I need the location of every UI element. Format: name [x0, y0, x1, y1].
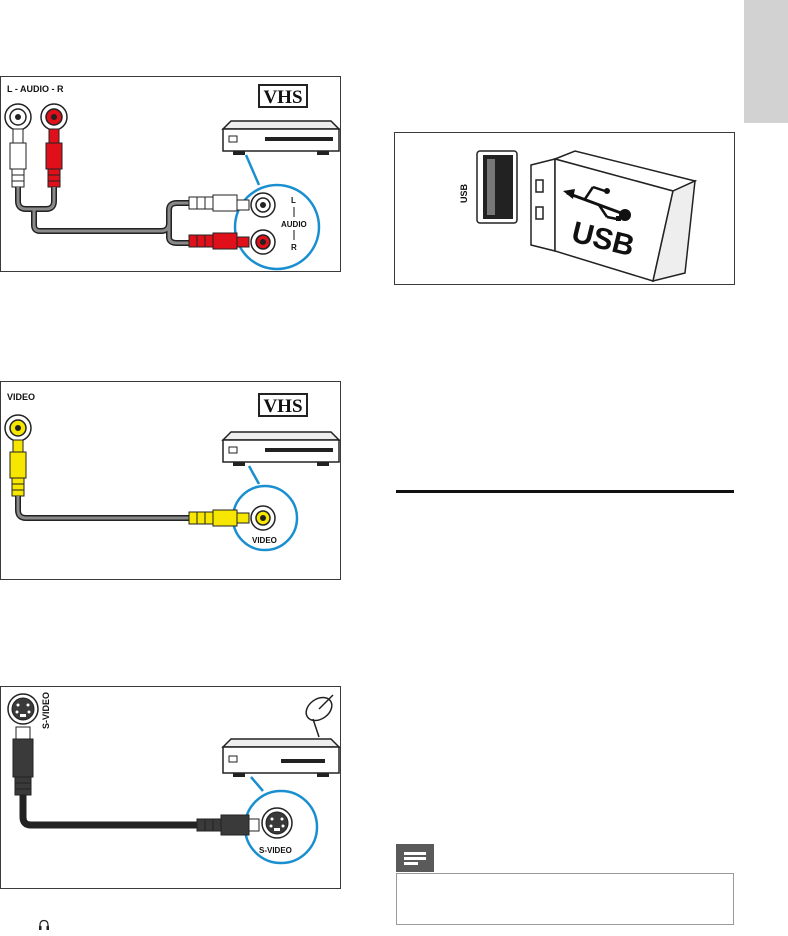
headphone-icon [38, 918, 50, 930]
video-panel-plug [188, 509, 250, 527]
section-divider [396, 490, 734, 493]
svideo-source-plug [12, 726, 34, 796]
note-box [396, 873, 734, 925]
panel-label-l: L [291, 196, 296, 205]
video-source-jack [4, 414, 32, 442]
vhs-logo: VHS [258, 84, 308, 108]
svideo-panel-jack [261, 807, 293, 839]
svideo-panel-label: S-VIDEO [259, 846, 292, 855]
panel-label-r: R [291, 243, 297, 252]
vcr-device [221, 120, 341, 155]
panel-audio-l-plug [188, 194, 250, 212]
usb-port-label: USB [459, 183, 469, 203]
note-icon [396, 844, 434, 872]
svideo-panel-plug [196, 814, 260, 836]
panel-label-audio: AUDIO [281, 220, 307, 229]
audio-connection-figure: L - AUDIO - R [0, 76, 341, 272]
vhs-logo: VHS [258, 393, 308, 417]
audio-cable [15, 187, 189, 246]
panel-audio-r-plug [188, 232, 250, 250]
panel-audio-l-jack [250, 192, 276, 218]
svg-text:VHS: VHS [263, 87, 302, 108]
language-tab [744, 0, 788, 123]
video-connection-figure: VIDEO VHS [0, 381, 341, 580]
svideo-connector-label: S-VIDEO [41, 692, 51, 729]
svg-text:VHS: VHS [263, 396, 302, 417]
svideo-cable [19, 795, 197, 829]
satellite-dish-icon [305, 694, 334, 738]
video-cable [15, 496, 189, 521]
video-panel-label: VIDEO [252, 536, 277, 545]
audio-right-jack [40, 103, 68, 131]
audio-connector-label: L - AUDIO - R [7, 84, 64, 94]
audio-right-plug [45, 128, 63, 188]
video-panel-jack [250, 505, 276, 531]
panel-audio-r-jack [250, 229, 276, 255]
audio-left-plug [9, 128, 27, 188]
video-source-plug [9, 439, 27, 497]
usb-symbol-icon [563, 185, 631, 221]
video-connector-label: VIDEO [7, 392, 35, 402]
usb-stick [530, 150, 698, 283]
audio-highlight [233, 154, 321, 271]
svideo-source-jack [7, 693, 39, 725]
svideo-connection-figure: S-VIDEO [0, 686, 341, 889]
usb-port [476, 150, 518, 224]
audio-left-jack [4, 103, 32, 131]
usb-connection-figure: USB USB [394, 132, 735, 285]
satellite-receiver-device [221, 738, 341, 777]
vcr-device [221, 431, 341, 466]
